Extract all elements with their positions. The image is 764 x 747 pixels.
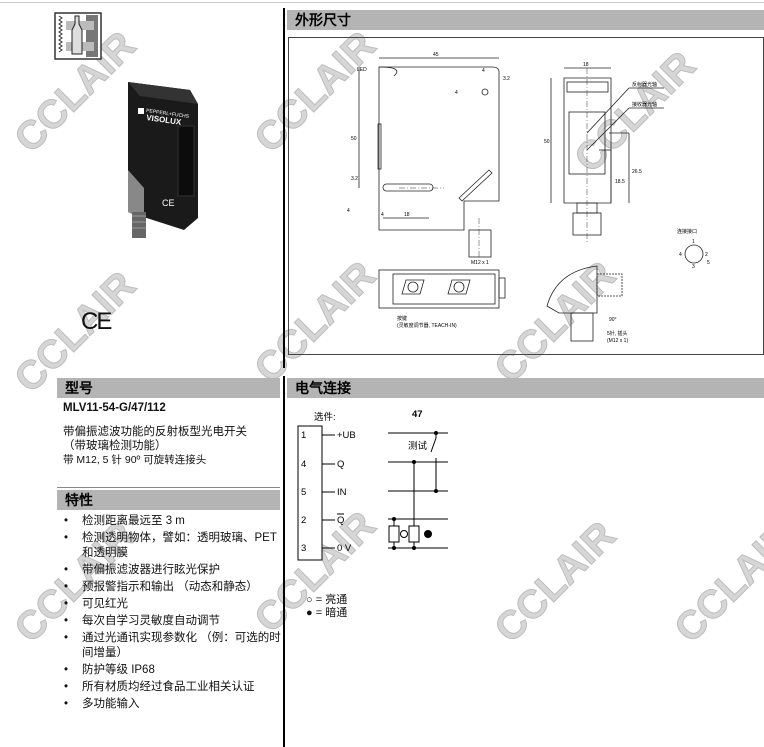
test-label: 测试 xyxy=(408,440,428,452)
legend-text: = 暗通 xyxy=(315,607,348,619)
label-18: 18 xyxy=(583,62,589,68)
pin-label: 1 xyxy=(692,239,695,245)
watermark: CCLAIR xyxy=(666,513,764,652)
label-button-note: (灵敏度调节器, TEACH-IN) xyxy=(397,322,457,329)
section-header-features: 特性 xyxy=(57,490,280,510)
model-desc: 带 M12, 5 针 90º 可旋转连接头 xyxy=(63,454,207,466)
pin-number: 3 xyxy=(301,543,306,554)
model-code: MLV11-54-G/47/112 xyxy=(63,402,166,414)
top-rule xyxy=(0,2,764,3)
pin-signal: Q xyxy=(337,515,344,526)
legend-dark-on: ● = 暗通 xyxy=(306,607,347,620)
open-circle-icon: ○ xyxy=(306,594,313,606)
feature-item: 多功能输入 xyxy=(62,697,282,712)
feature-item: 每次自学习灵敏度自动调节 xyxy=(62,614,282,629)
pin-number: 5 xyxy=(301,487,306,498)
label-button: 按键 xyxy=(397,315,407,322)
product-image: PEPPERL+FUCHS VISOLUX CE xyxy=(128,82,198,238)
feature-item: 带偏振滤波器进行眩光保护 xyxy=(62,563,282,578)
label-50: 50 xyxy=(351,136,357,142)
pin-signal: Q xyxy=(337,459,344,470)
pin-number: 4 xyxy=(301,459,306,470)
features-list: 检测距离最远至 3 m 检测透明物体，譬如：透明玻璃、PET 和透明膜 带偏振滤… xyxy=(62,514,282,714)
watermark: CCLAIR xyxy=(486,513,625,652)
dimension-drawing: LED 45 4 3.2 4 50 3.2 4 4 18 M12 x 1 18 … xyxy=(347,52,710,344)
label-4: 4 xyxy=(455,90,458,96)
column-divider xyxy=(283,376,285,747)
label-receiver-axis: 接收器光轴 xyxy=(632,101,657,108)
pin-signal: 0 V xyxy=(337,543,352,554)
pin-label: 4 xyxy=(679,252,682,258)
label-45: 45 xyxy=(433,52,439,58)
label-50: 50 xyxy=(544,139,550,145)
feature-item: 可见红光 xyxy=(62,597,282,612)
variant-label: 47 xyxy=(412,409,423,420)
label-3-2: 3.2 xyxy=(351,176,358,182)
ce-mark: CE xyxy=(81,308,112,335)
label-18-5: 18.5 xyxy=(615,179,625,185)
column-divider xyxy=(283,8,285,368)
section-header-electrical: 电气连接 xyxy=(287,378,764,398)
pin-label: 5 xyxy=(707,260,710,266)
feature-item: 所有材质均经过食品工业相关认证 xyxy=(62,680,282,695)
label-4: 4 xyxy=(347,208,350,214)
label-18: 18 xyxy=(404,212,410,218)
pin-number: 2 xyxy=(301,515,306,526)
label-emitter-axis: 反射器光轴 xyxy=(632,81,657,88)
pin-label: 2 xyxy=(705,252,708,258)
option-label: 选件: xyxy=(314,411,336,423)
feature-item: 检测透明物体，譬如：透明玻璃、PET 和透明膜 xyxy=(62,531,282,561)
filled-circle-icon: ● xyxy=(306,607,313,619)
label-90deg: 90° xyxy=(609,317,617,323)
feature-item: 检测距离最远至 3 m xyxy=(62,514,282,529)
wiring-diagram: 选件: 47 测试 1 +UB 4 Q 5 IN 2 Q 3 0 V xyxy=(297,409,448,561)
feature-item: 通过光通讯实现参数化 （例：可选的时间增量） xyxy=(62,631,282,661)
label-m12: M12 x 1 xyxy=(471,260,489,266)
legend-text: = 亮通 xyxy=(315,594,348,606)
divider xyxy=(57,487,280,488)
label-26-5: 26.5 xyxy=(632,169,642,175)
model-desc: 带偏振滤波功能的反射板型光电开关 xyxy=(63,426,247,438)
label-m12: (M12 x 1) xyxy=(607,338,628,344)
legend-light-on: ○ = 亮通 xyxy=(306,594,347,607)
section-header-dimensions: 外形尺寸 xyxy=(287,10,764,30)
model-desc: （带玻璃检测功能） xyxy=(63,440,167,452)
pin-signal: +UB xyxy=(337,430,356,441)
label-plug: 5针, 插头 xyxy=(607,330,628,337)
pin-signal: IN xyxy=(337,487,347,498)
glass-detection-icon xyxy=(54,12,102,60)
section-header-model: 型号 xyxy=(57,378,280,398)
feature-item: 预报警指示和输出 （动态和静态） xyxy=(62,580,282,595)
dimension-drawing-frame: LED 45 4 3.2 4 50 3.2 4 4 18 M12 x 1 18 … xyxy=(288,37,764,355)
label-led: LED xyxy=(357,67,367,73)
label-3-2: 3.2 xyxy=(503,76,510,82)
label-connector: 连接接口 xyxy=(677,228,697,235)
pin-number: 1 xyxy=(301,430,306,441)
feature-item: 防护等级 IP68 xyxy=(62,663,282,678)
label-4: 4 xyxy=(482,68,485,74)
ce-mark-small: CE xyxy=(162,198,175,208)
label-4: 4 xyxy=(381,212,384,218)
pin-label: 3 xyxy=(692,264,695,270)
